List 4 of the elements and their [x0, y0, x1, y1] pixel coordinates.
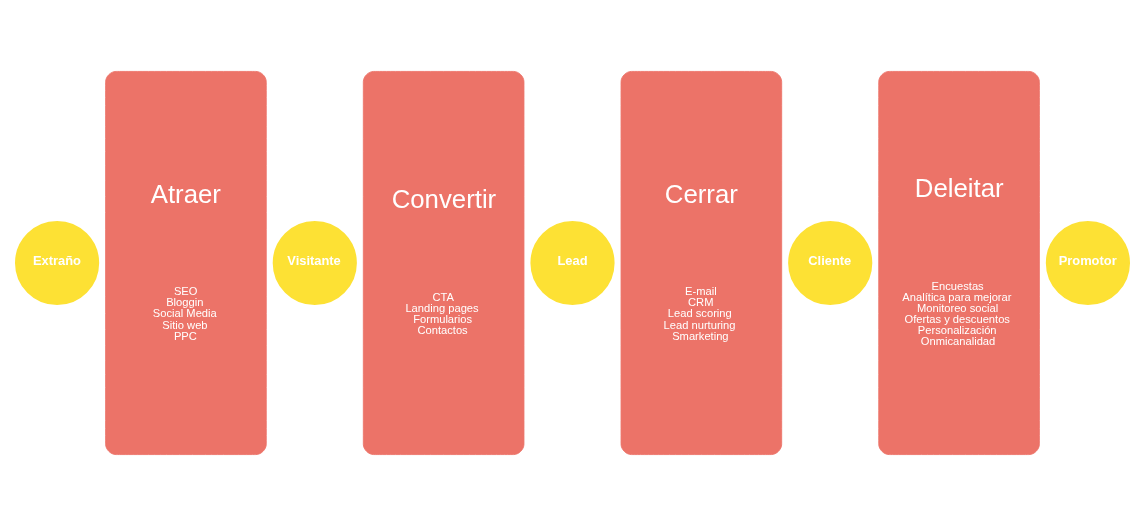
node-box: Convertir CTA Landing pages Formularios Contactos — [362, 70, 525, 455]
node-box: Deleitar Encuestas Analítica para mejorar Monitoreo social Ofertas y descuentos Personalización Onmicanalidad — [878, 70, 1040, 455]
node-box: Atraer SEO Bloggin Social Media Sitio web PPC — [105, 70, 267, 455]
node-box: Cerrar E-mail CRM Lead scoring Lead nurturing Smarketing — [620, 70, 783, 455]
